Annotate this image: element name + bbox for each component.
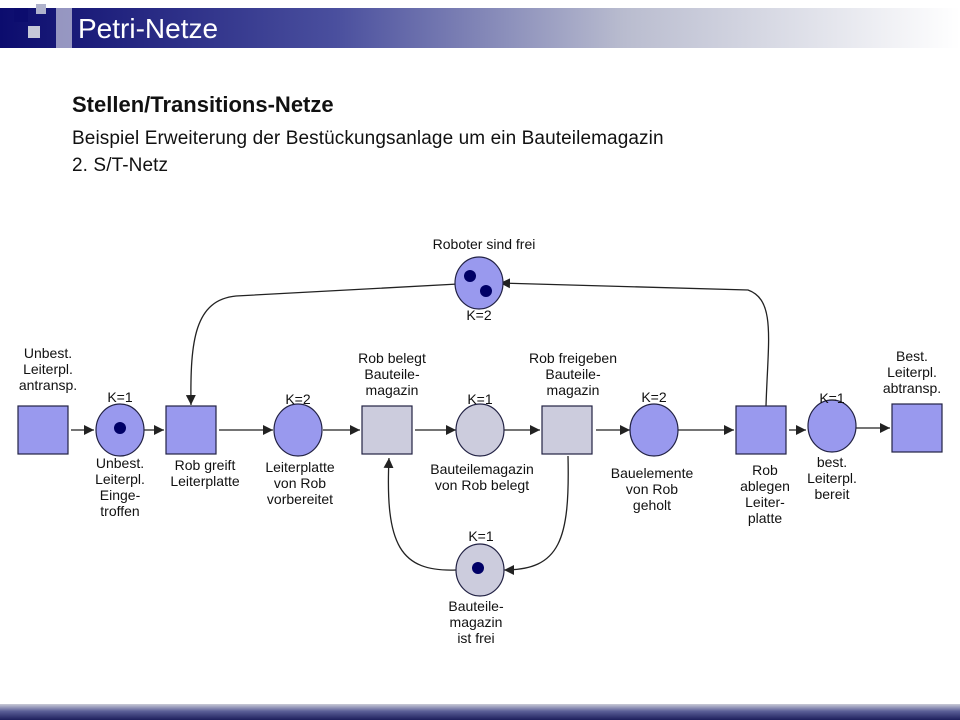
transition-label-best-abtransp: Best.Leiterpl.abtransp. bbox=[882, 348, 942, 396]
transition-rob-ablegen bbox=[735, 405, 787, 455]
capacity-label-eingetroffen: K=1 bbox=[107, 389, 133, 405]
page-title: Petri-Netze bbox=[78, 13, 219, 44]
subtitle-line-1: Beispiel Erweiterung der Bestückungsanla… bbox=[72, 128, 664, 149]
place-leiterpl-bereit bbox=[807, 399, 857, 453]
capacity-label-bereit: K=1 bbox=[819, 390, 845, 406]
arc-ablegen-to-roboter-frei bbox=[499, 278, 770, 407]
transition-unbest-antransp bbox=[17, 405, 69, 455]
header-deco-strip bbox=[56, 6, 72, 50]
arc-freigeben-to-magazin-frei bbox=[503, 455, 569, 575]
capacity-label-magazin-frei: K=1 bbox=[468, 528, 494, 544]
token-roboter-frei-1 bbox=[464, 270, 476, 282]
capacity-label-magazin-belegt: K=1 bbox=[467, 391, 493, 407]
capacity-label-roboter-frei: K=2 bbox=[466, 307, 492, 323]
header-bar bbox=[0, 8, 960, 48]
arc-magazin-frei-to-belegt-trans bbox=[383, 457, 457, 571]
place-leiterplatte-vorbereitet bbox=[273, 403, 323, 457]
footer-bar bbox=[0, 704, 960, 720]
token-magazin-frei bbox=[472, 562, 484, 574]
header-deco-square-large bbox=[14, 8, 28, 22]
place-label-roboter-frei: Roboter sind frei bbox=[432, 236, 536, 252]
place-label-bereit: best.Leiterpl.bereit bbox=[807, 454, 857, 502]
slide-heading: Stellen/Transitions-Netze bbox=[72, 92, 334, 117]
transition-rob-belegt-magazin bbox=[361, 405, 413, 455]
place-roboter-frei bbox=[454, 256, 504, 310]
header-deco-square-small bbox=[36, 4, 46, 14]
capacity-label-vorbereitet: K=2 bbox=[285, 391, 311, 407]
header-deco-square-light bbox=[28, 26, 40, 38]
token-roboter-frei-2 bbox=[480, 285, 492, 297]
capacity-label-geholt: K=2 bbox=[641, 389, 667, 405]
place-bauelemente-geholt bbox=[629, 403, 679, 457]
transition-label-unbest-antransp: Unbest.Leiterpl.antransp. bbox=[18, 345, 78, 393]
place-bauteilemagazin-belegt bbox=[455, 403, 505, 457]
transition-best-abtransp bbox=[891, 403, 943, 453]
transition-rob-greift bbox=[165, 405, 217, 455]
arc-roboter-frei-to-greift bbox=[185, 283, 459, 406]
place-label-eingetroffen: Unbest.Leiterpl.Einge-troffen bbox=[95, 455, 145, 519]
transition-rob-freigeben-magazin bbox=[541, 405, 593, 455]
subtitle-line-2: 2. S/T-Netz bbox=[72, 155, 169, 176]
token-eingetroffen bbox=[114, 422, 126, 434]
